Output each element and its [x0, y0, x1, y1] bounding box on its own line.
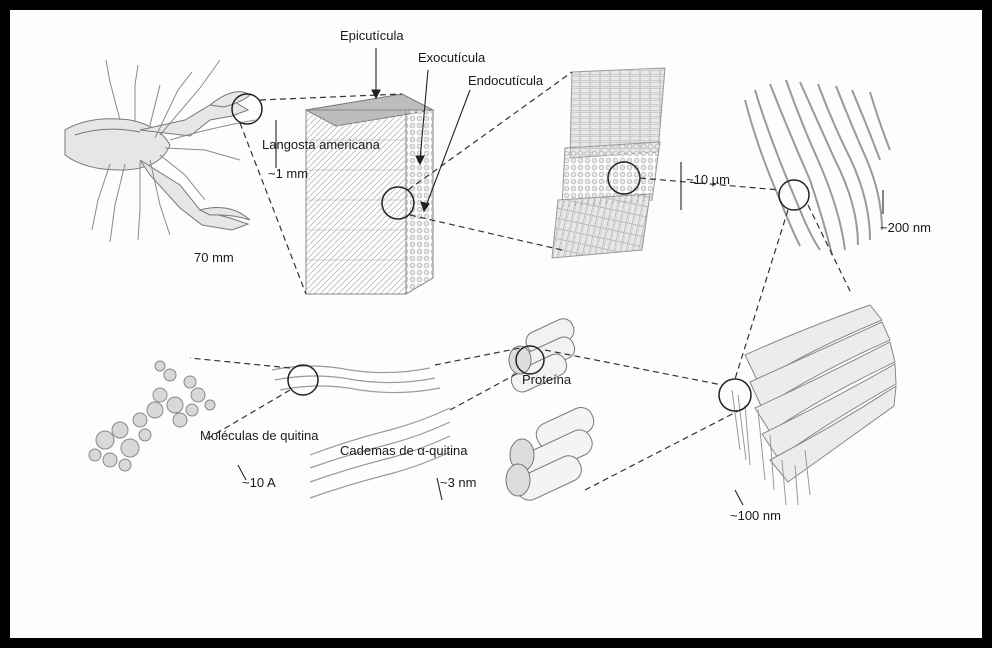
- label-70mm: 70 mm: [194, 250, 234, 265]
- label-10um: ~10 µm: [686, 172, 730, 187]
- hierarchy-diagram: [10, 10, 982, 638]
- protein-cylinders-bottom: [506, 404, 598, 505]
- label-100nm: ~100 nm: [730, 508, 781, 523]
- label-10a: ~10 A: [242, 475, 276, 490]
- label-langosta: Langosta americana: [262, 137, 380, 152]
- fibre-bundle-top: [745, 80, 890, 255]
- zoom-circle-nanofibre: [719, 379, 751, 411]
- zoom-circle-chitin: [288, 365, 318, 395]
- twisted-plywood-structure: [552, 68, 665, 258]
- lobster-illustration: [65, 60, 255, 242]
- figure-panel: Epicutícula Exocutícula Endocutícula Lan…: [10, 10, 982, 638]
- label-200nm: ~200 nm: [880, 220, 931, 235]
- chitin-molecule: [89, 361, 215, 471]
- figure-frame: Epicutícula Exocutícula Endocutícula Lan…: [4, 4, 988, 644]
- cuticle-block: [306, 94, 433, 294]
- label-3nm: ~3 nm: [440, 475, 477, 490]
- label-cadenas: Cademas de α-quitina: [340, 443, 467, 458]
- label-proteina: Proteína: [522, 372, 571, 387]
- label-1mm: ~1 mm: [268, 166, 308, 181]
- label-moleculas: Moléculas de quitina: [200, 428, 319, 443]
- label-endocuticula: Endocutícula: [468, 73, 543, 88]
- label-exocuticula: Exocutícula: [418, 50, 485, 65]
- label-epicuticula: Epicutícula: [340, 28, 404, 43]
- fibre-bundle-bottom: [732, 305, 896, 505]
